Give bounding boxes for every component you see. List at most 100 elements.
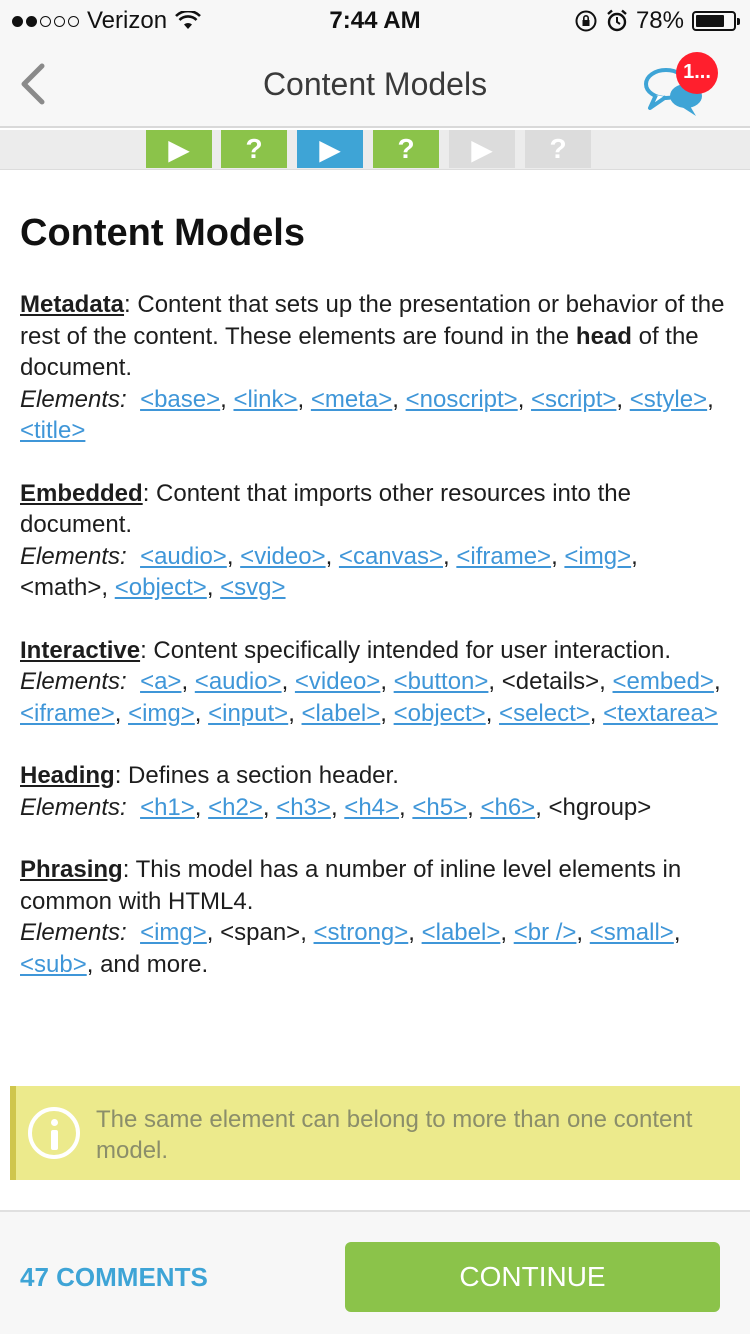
- content-model-list: Metadata: Content that sets up the prese…: [20, 289, 732, 980]
- step-6[interactable]: ?: [525, 130, 591, 168]
- notification-badge: 1...: [676, 52, 718, 94]
- back-chevron-icon[interactable]: [14, 60, 54, 108]
- content-model-heading: Heading: Defines a section header. Elemen…: [20, 762, 652, 821]
- element-link[interactable]: <strong>: [313, 919, 409, 946]
- model-term: Phrasing: [20, 856, 123, 883]
- element-link[interactable]: <audio>: [194, 668, 282, 695]
- element-link[interactable]: <title>: [20, 417, 86, 444]
- element-link[interactable]: <object>: [393, 699, 486, 727]
- element-text: <math>: [20, 574, 102, 601]
- elements-label: Elements:: [20, 542, 127, 570]
- element-link[interactable]: <script>: [531, 385, 617, 413]
- element-link[interactable]: <textarea>: [603, 699, 718, 727]
- element-link[interactable]: <h1>: [140, 793, 195, 821]
- element-link[interactable]: <br />: [513, 919, 577, 946]
- element-link[interactable]: <link>: [233, 385, 298, 413]
- model-term: Metadata: [20, 291, 125, 318]
- content-model-phrasing: Phrasing: This model has a number of inl…: [20, 856, 682, 978]
- element-link[interactable]: <style>: [629, 385, 708, 413]
- signal-strength-icon: [12, 15, 79, 27]
- element-link[interactable]: <img>: [564, 542, 632, 570]
- element-link[interactable]: <select>: [499, 699, 590, 727]
- play-icon: ▶: [319, 133, 341, 165]
- play-icon: ▶: [168, 133, 190, 165]
- step-1[interactable]: ▶: [146, 130, 212, 168]
- status-time: 7:44 AM: [329, 7, 421, 34]
- element-link[interactable]: <object>: [114, 574, 207, 601]
- continue-button[interactable]: CONTINUE: [345, 1242, 720, 1312]
- element-link[interactable]: <button>: [393, 668, 489, 695]
- carrier-label: Verizon: [87, 7, 168, 34]
- element-link[interactable]: <h3>: [276, 793, 331, 821]
- element-link[interactable]: <img>: [140, 919, 207, 946]
- step-4[interactable]: ?: [373, 130, 439, 168]
- elements-label: Elements:: [20, 385, 127, 413]
- model-term: Embedded: [20, 479, 143, 507]
- info-note-text: The same element can belong to more than…: [96, 1106, 693, 1164]
- model-description: : Content specifically intended for user…: [140, 636, 672, 664]
- element-link[interactable]: <h6>: [480, 793, 536, 821]
- content-model-embedded: Embedded: Content that imports other res…: [20, 479, 638, 602]
- element-text: <details>: [501, 668, 600, 695]
- element-link[interactable]: <h4>: [344, 793, 400, 821]
- element-link[interactable]: <iframe>: [20, 699, 115, 727]
- lesson-progress: ▶ ? ▶ ? ▶ ?: [0, 130, 750, 170]
- orientation-lock-icon: [575, 10, 597, 32]
- battery-icon: [692, 11, 740, 31]
- lesson-content: Content Models Metadata: Content that se…: [20, 170, 732, 1011]
- element-link[interactable]: <img>: [128, 699, 195, 727]
- element-link[interactable]: <video>: [240, 542, 326, 570]
- battery-percent: 78%: [635, 7, 684, 34]
- element-link[interactable]: <video>: [294, 668, 381, 695]
- comments-link[interactable]: 47 COMMENTS: [20, 1262, 208, 1292]
- model-description: : Content that sets up the presentation …: [20, 291, 725, 350]
- step-2[interactable]: ?: [221, 130, 287, 168]
- element-link[interactable]: <meta>: [310, 385, 393, 413]
- element-link[interactable]: <label>: [301, 699, 381, 727]
- question-icon: ?: [245, 133, 263, 164]
- element-link[interactable]: <base>: [140, 385, 221, 413]
- model-description: : Content that imports other resources i…: [20, 479, 631, 539]
- content-model-metadata: Metadata: Content that sets up the prese…: [20, 291, 725, 444]
- elements-label: Elements:: [20, 793, 127, 821]
- element-text: and more.: [100, 950, 209, 978]
- element-link[interactable]: <label>: [421, 919, 501, 946]
- element-link[interactable]: <canvas>: [338, 542, 443, 570]
- step-3[interactable]: ▶: [297, 130, 363, 168]
- bold-keyword: head: [575, 322, 632, 350]
- elements-label: Elements:: [20, 919, 127, 946]
- element-link[interactable]: <small>: [589, 919, 674, 946]
- model-term: Interactive: [20, 636, 141, 664]
- content-model-interactive: Interactive: Content specifically intend…: [20, 636, 721, 727]
- element-link[interactable]: <a>: [140, 668, 182, 695]
- alarm-icon: [607, 9, 627, 32]
- element-link[interactable]: <sub>: [20, 950, 87, 978]
- element-text: <hgroup>: [548, 793, 652, 821]
- page-title: Content Models: [20, 212, 305, 254]
- element-link[interactable]: <noscript>: [405, 385, 518, 413]
- question-icon: ?: [549, 133, 567, 164]
- element-link[interactable]: <h2>: [208, 793, 263, 821]
- comments-button[interactable]: 1...: [642, 52, 722, 122]
- status-bar: Verizon 7:44 AM 78%: [0, 0, 750, 40]
- element-text: <span>: [220, 919, 301, 946]
- model-description: of the document.: [20, 322, 699, 382]
- step-5[interactable]: ▶: [449, 130, 515, 168]
- play-icon: ▶: [471, 133, 493, 165]
- info-icon: [28, 1107, 80, 1159]
- status-left: Verizon: [12, 7, 201, 35]
- element-link[interactable]: <embed>: [612, 668, 714, 695]
- elements-label: Elements:: [20, 668, 127, 695]
- element-link[interactable]: <iframe>: [456, 542, 552, 570]
- model-description: : Defines a section header.: [114, 762, 399, 789]
- nav-bar: Content Models 1...: [0, 40, 750, 128]
- model-term: Heading: [20, 762, 115, 789]
- element-link[interactable]: <audio>: [140, 542, 227, 570]
- model-description: : This model has a number of inline leve…: [20, 856, 682, 915]
- element-link[interactable]: <input>: [208, 699, 289, 727]
- wifi-icon: [175, 11, 201, 29]
- element-link[interactable]: <h5>: [412, 793, 468, 821]
- element-link[interactable]: <svg>: [220, 574, 286, 601]
- info-note: The same element can belong to more than…: [10, 1086, 740, 1180]
- nav-title: Content Models: [262, 66, 488, 102]
